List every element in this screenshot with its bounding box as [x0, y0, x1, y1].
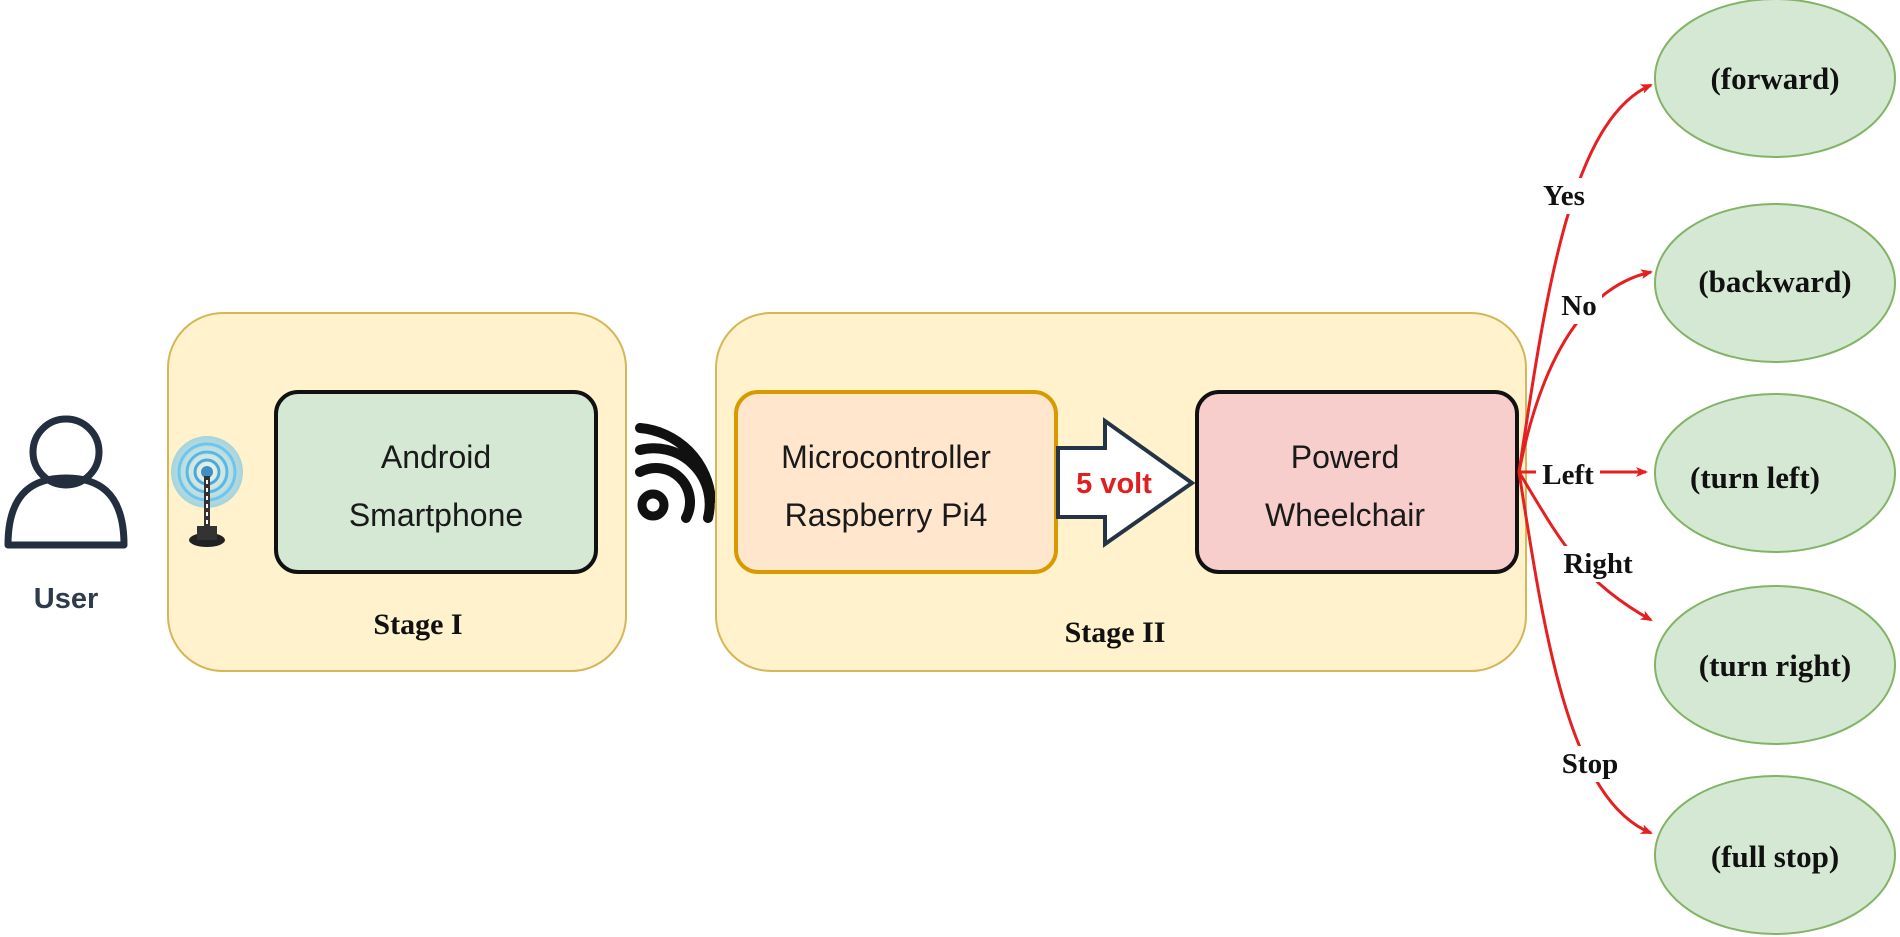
edge-stop-label: Stop: [1562, 748, 1618, 780]
output-forward-label: (forward): [1710, 61, 1839, 96]
edge-stop: [1517, 471, 1653, 835]
edge-left-label-bg: [1536, 457, 1600, 493]
antenna-icon: [171, 436, 243, 547]
edge-right-label-bg: [1556, 546, 1640, 582]
wheelchair-line2: Wheelchair: [1265, 497, 1425, 533]
output-turn-right: [1654, 585, 1896, 745]
power-arrow: [1056, 417, 1196, 548]
edge-no-label: No: [1561, 290, 1596, 322]
edge-stop-label-bg: [1556, 746, 1624, 782]
wheelchair-line1: Powerd: [1291, 439, 1400, 475]
output-turn-right-label: (turn right): [1699, 648, 1851, 683]
output-backward: [1654, 203, 1896, 363]
output-turn-left: [1654, 393, 1896, 553]
edge-no-label-bg: [1556, 288, 1602, 324]
stage-2-label: Stage II: [1065, 616, 1166, 649]
android-smartphone-box: [274, 390, 598, 574]
output-turn-left-label: (turn left): [1690, 460, 1820, 495]
output-backward-label: (backward): [1698, 264, 1851, 299]
user-label: User: [34, 583, 99, 615]
output-forward: [1654, 0, 1896, 158]
edge-yes-label-bg: [1536, 178, 1592, 214]
wireless-signal-icon: [635, 423, 716, 523]
edge-yes: [1517, 83, 1653, 473]
microcontroller-box: [734, 390, 1058, 574]
edge-yes-label: Yes: [1543, 180, 1585, 212]
microcontroller-line1: Microcontroller: [781, 439, 991, 475]
microcontroller-line2: Raspberry Pi4: [785, 497, 988, 533]
android-smartphone-line1: Android: [381, 439, 491, 475]
edge-no: [1517, 269, 1653, 473]
edge-right-label: Right: [1563, 548, 1633, 580]
android-smartphone-line2: Smartphone: [349, 497, 523, 533]
edge-left-label: Left: [1542, 459, 1594, 491]
output-full-stop: [1654, 775, 1896, 935]
power-arrow-label: 5 volt: [1076, 468, 1152, 500]
stage-1-label: Stage I: [373, 608, 462, 641]
user-icon: [4, 415, 128, 549]
output-full-stop-label: (full stop): [1711, 839, 1839, 874]
wheelchair-box: [1195, 390, 1519, 574]
